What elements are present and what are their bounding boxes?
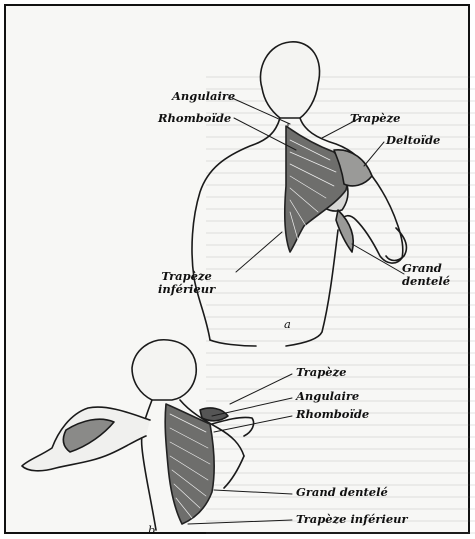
label-a-trapeze: Trapèze: [350, 112, 400, 125]
label-a-rhomboide: Rhomboïde: [158, 112, 231, 125]
label-b-grand-dentele: Grand dentelé: [296, 486, 388, 499]
figure-b-muscle-mass: [165, 404, 214, 524]
label-a-deltoide: Deltoïde: [386, 134, 440, 147]
label-b-rhomboide: Rhomboïde: [296, 408, 369, 421]
figure-a-head: [260, 42, 319, 118]
label-b-trapeze-inferieur: Trapèze inférieur: [296, 513, 408, 526]
label-a-grand-dentele: Grand dentelé: [402, 262, 450, 288]
label-a-angulaire: Angulaire: [172, 90, 235, 103]
figure-a-letter: a: [284, 318, 291, 331]
figure-b-head: [132, 340, 196, 400]
label-b-trapeze: Trapèze: [296, 366, 346, 379]
label-b-angulaire: Angulaire: [296, 390, 359, 403]
figure-a-illustration: [192, 42, 406, 346]
figure-a-arm: [340, 176, 403, 263]
figure-b-letter: b: [148, 524, 155, 537]
figure-b-illustration: [22, 340, 292, 530]
label-a-trapeze-inferieur: Trapèze inférieur: [158, 270, 215, 296]
